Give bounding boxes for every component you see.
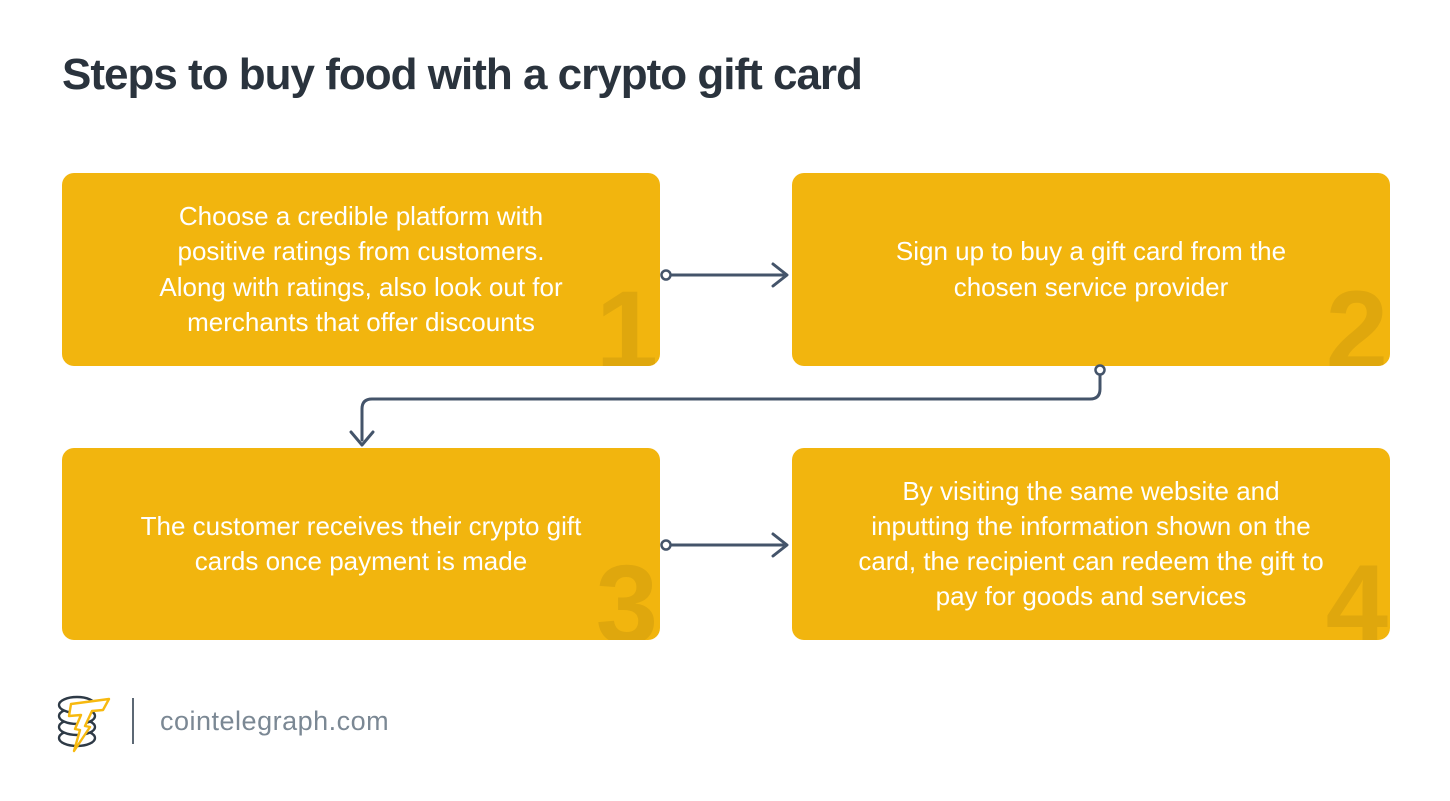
step-card-4: By visiting the same website and inputti… xyxy=(792,448,1390,640)
step-card-2: Sign up to buy a gift card from the chos… xyxy=(792,173,1390,366)
step-2-number-watermark: 2 xyxy=(1325,268,1388,367)
cointelegraph-logo-icon xyxy=(57,695,111,753)
arrowhead-right xyxy=(771,532,789,558)
brand-url: cointelegraph.com xyxy=(160,705,390,736)
step-4-number-watermark: 4 xyxy=(1325,542,1388,641)
arrow-step1-to-step2 xyxy=(660,262,789,288)
brand-footer: cointelegraph.com xyxy=(56,688,389,754)
arrowhead-down xyxy=(349,430,375,447)
arrow-step3-to-step4 xyxy=(660,532,789,558)
footer-divider xyxy=(132,698,134,744)
step-card-3: The customer receives their crypto gift … xyxy=(62,448,660,640)
step-card-1: Choose a credible platform with positive… xyxy=(62,173,660,366)
step-4-text: By visiting the same website and inputti… xyxy=(858,475,1324,612)
step-1-number-watermark: 1 xyxy=(595,268,658,367)
connector-dot xyxy=(660,269,672,281)
step-2-text: Sign up to buy a gift card from the chos… xyxy=(895,236,1287,302)
connector-dot xyxy=(1094,364,1106,376)
connector-dot xyxy=(660,539,672,551)
step-3-text: The customer receives their crypto gift … xyxy=(140,510,582,576)
connector-step2-to-step3 xyxy=(349,364,1106,447)
lightning-bolt xyxy=(67,697,111,753)
step-1-text: Choose a credible platform with positive… xyxy=(159,201,563,337)
page-title: Steps to buy food with a crypto gift car… xyxy=(62,50,863,99)
step-3-number-watermark: 3 xyxy=(595,542,658,641)
arrowhead-right xyxy=(771,262,789,288)
